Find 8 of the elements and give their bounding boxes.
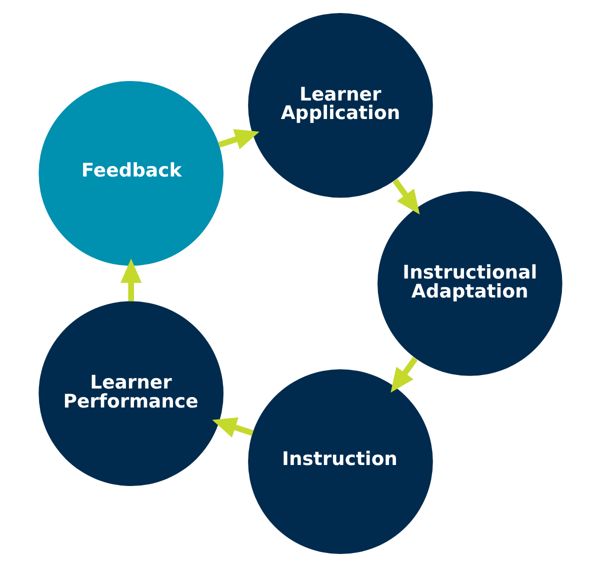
arrow [212,417,253,438]
arrow [218,129,259,150]
arrow [390,356,418,393]
node-circle: Feedback [38,81,223,266]
node-circle: Learner Performance [38,301,223,486]
arrow [392,178,420,214]
node-circle: Instruction [248,369,432,554]
arrow [120,258,142,302]
